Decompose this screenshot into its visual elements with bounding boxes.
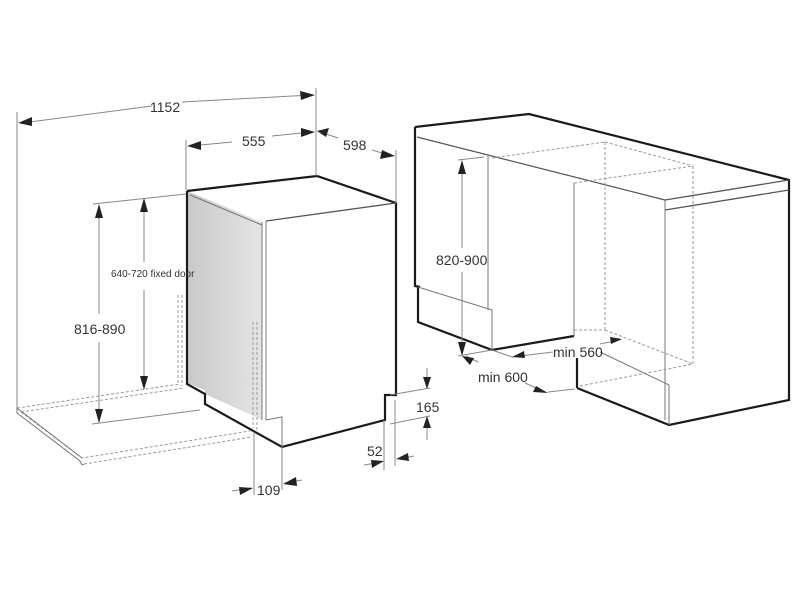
dim-52-label: 52 [367,443,383,459]
dim-min-560-label: min 560 [553,344,603,360]
door-panel [187,191,267,420]
dim-1152-label: 1152 [150,99,180,115]
dishwasher-drawing [16,174,398,466]
dim-fixed-door-label: 640-720 fixed door [111,269,195,280]
dim-555-label: 555 [242,133,266,149]
dim-816-890-label: 816-890 [74,321,126,337]
dim-598-label: 598 [343,137,367,153]
hinge-guides [177,295,258,430]
dimension-lines-left: 1152 555 598 816-890 640-720 fixed door [16,88,440,498]
dim-165-label: 165 [416,399,440,415]
open-door-outline [16,383,253,466]
dimension-lines-right: 820-900 min 600 min 560 [436,156,622,393]
dim-min-600-label: min 600 [478,369,528,385]
dim-109-label: 109 [257,482,281,498]
dim-820-900-label: 820-900 [436,252,488,268]
cabinet-niche-drawing [413,112,791,427]
dishwasher-body [185,174,398,449]
